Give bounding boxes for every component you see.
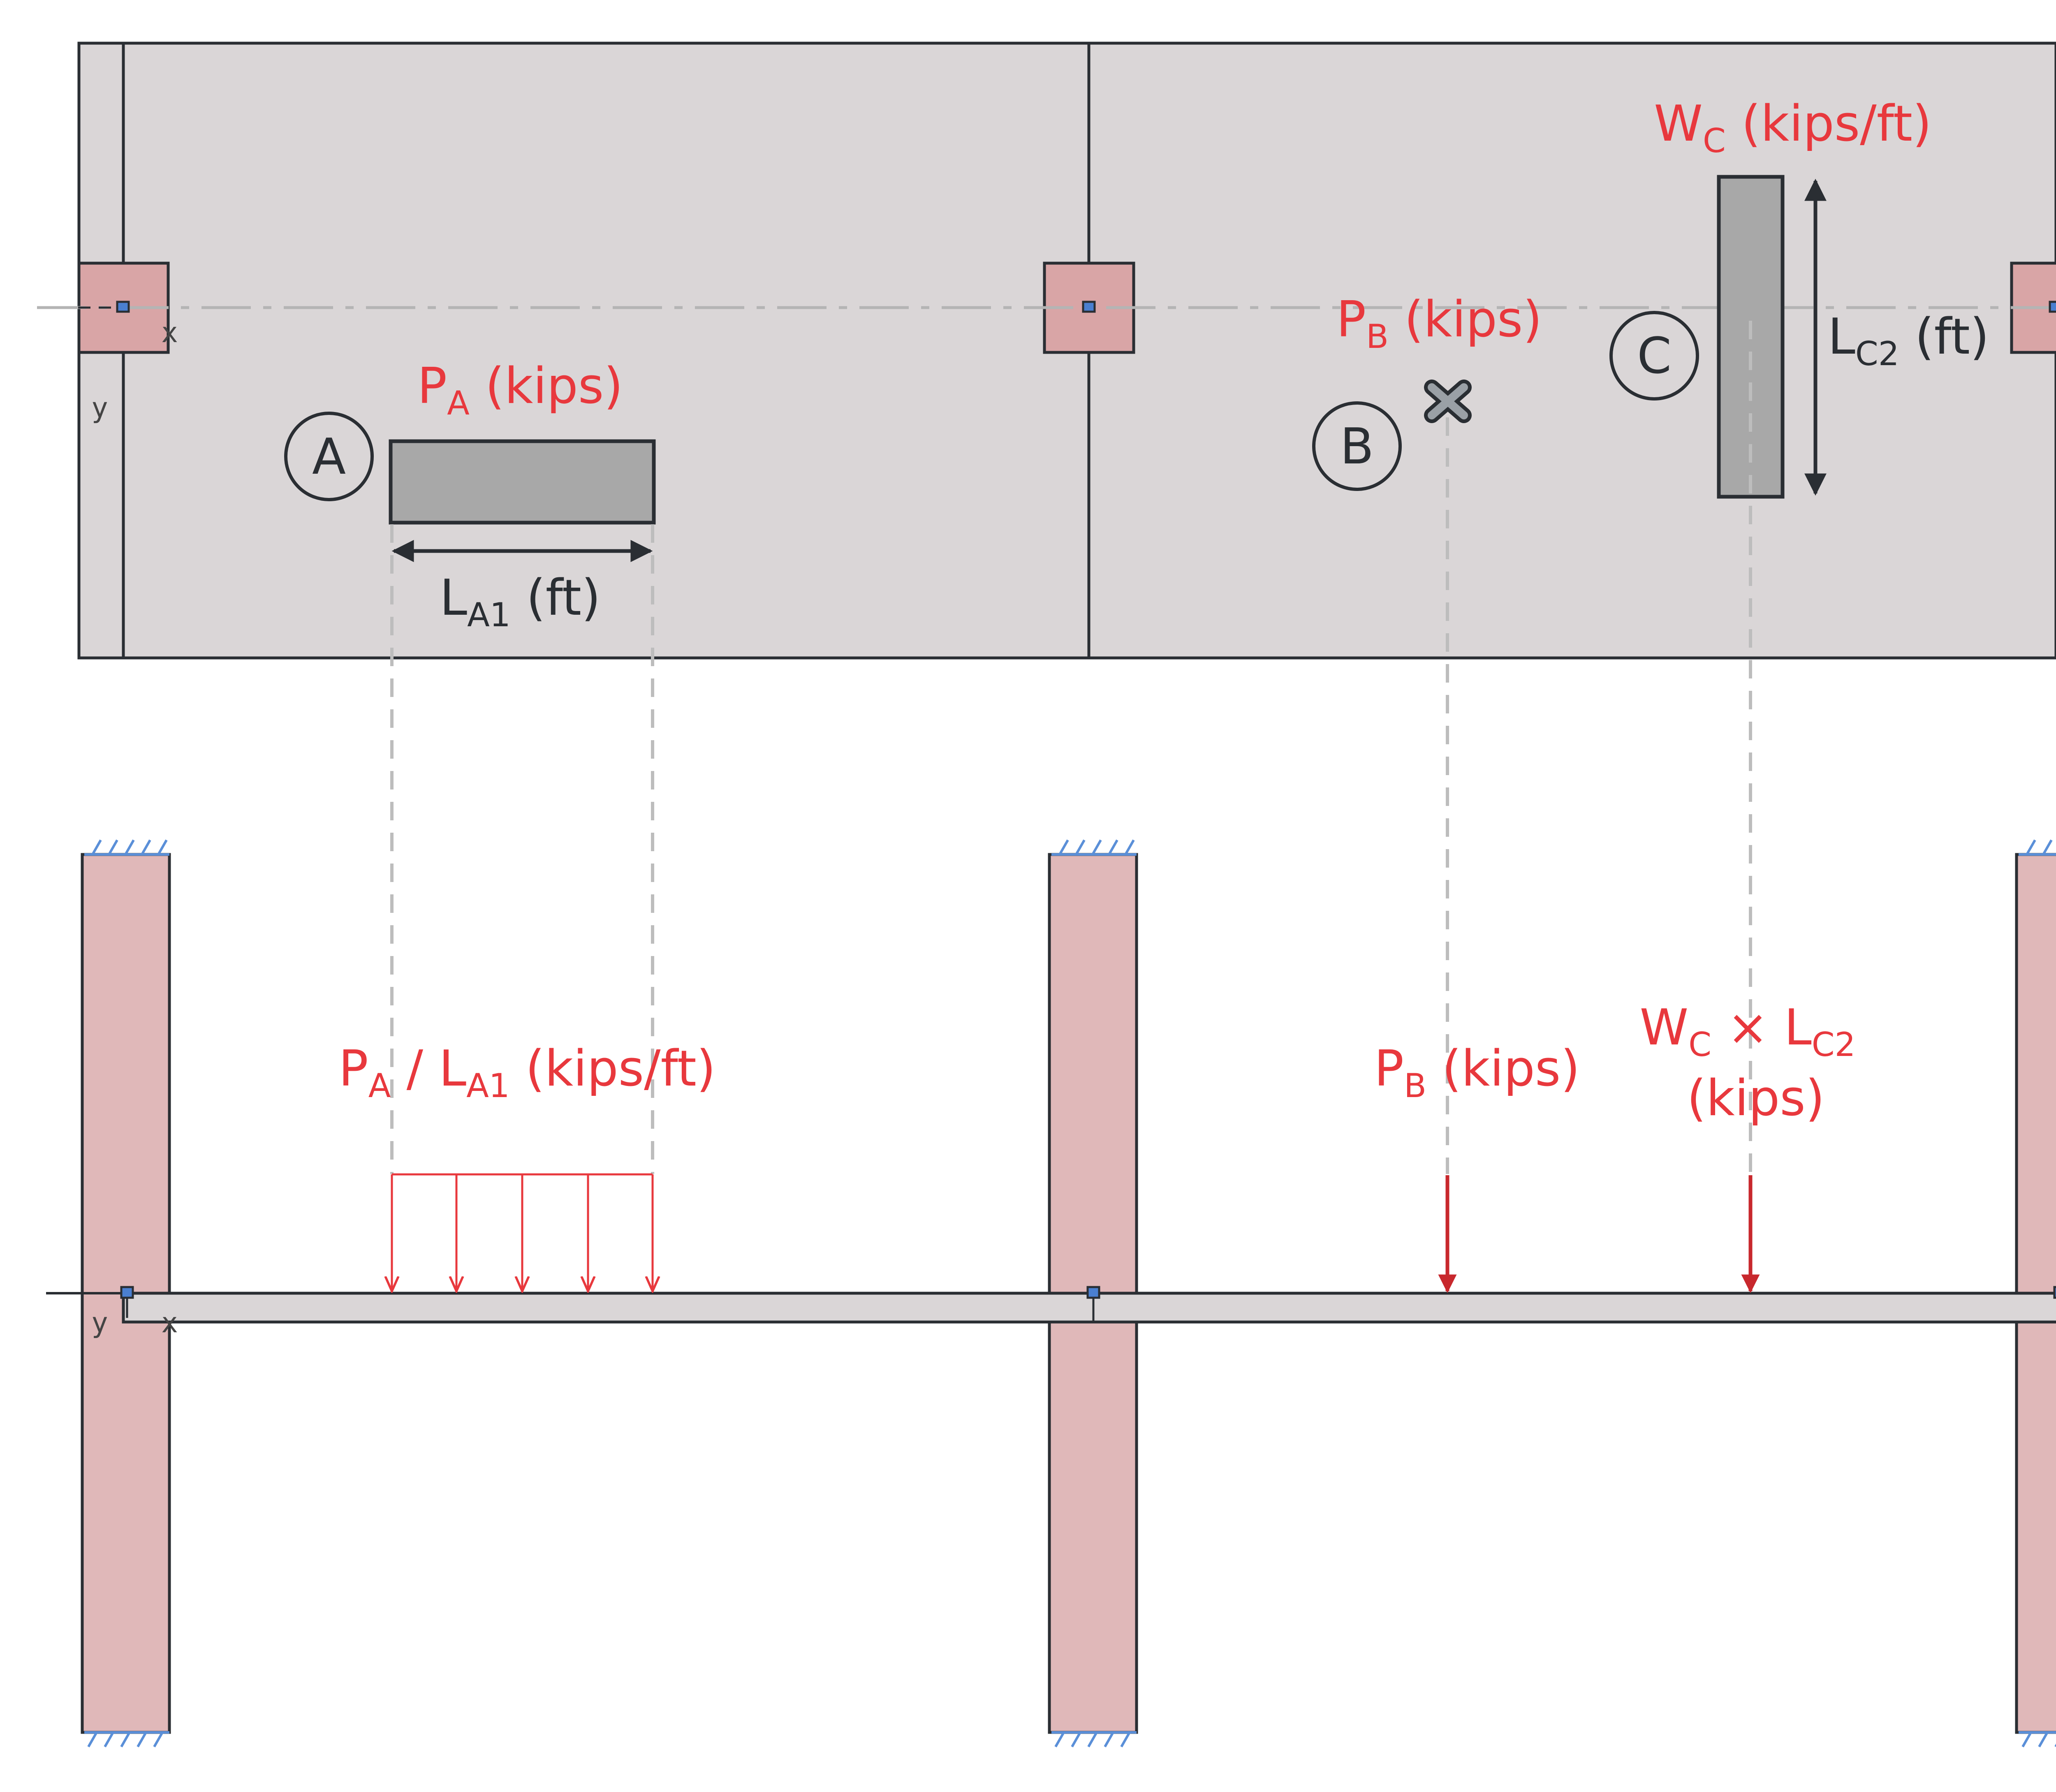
projection-lines	[390, 321, 1752, 1174]
elev-load-c-label-line1: WC × LC2	[1640, 999, 1856, 1064]
plan-view: x y A PA (kips) LA1 (ft) B	[37, 42, 2056, 660]
area-c-marker-letter: C	[1637, 328, 1672, 385]
area-b-group: B PB (kips)	[1312, 291, 1542, 491]
area-a-load-label: PA (kips)	[417, 358, 623, 422]
area-a-length-label: LA1 (ft)	[440, 570, 600, 634]
area-b-marker-letter: B	[1340, 418, 1374, 475]
elev-node-right	[2053, 1286, 2056, 1299]
plan-node-middle	[1082, 301, 1096, 313]
elev-load-b-label: PB (kips)	[1374, 1040, 1580, 1105]
elev-axis-y-label: y	[91, 1307, 108, 1339]
elev-node-middle	[1086, 1286, 1100, 1299]
area-c-marker-circle	[1609, 311, 1699, 401]
area-a-marker-letter: A	[312, 428, 346, 486]
support-hatch-bottom	[84, 1731, 2056, 1748]
area-a-marker-circle	[284, 412, 374, 501]
area-b-load-label: PB (kips)	[1336, 291, 1542, 356]
area-b-marker-circle	[1312, 401, 1402, 491]
support-hatch-top	[84, 839, 2056, 856]
elev-load-c-label-line2: (kips)	[1687, 1070, 1824, 1127]
area-c-load-label: WC (kips/ft)	[1654, 95, 1931, 160]
area-a-patch	[389, 439, 656, 525]
elev-load-a-label: PA / LA1 (kips/ft)	[338, 1040, 715, 1105]
area-a-group: A PA (kips) LA1 (ft)	[284, 358, 656, 634]
x-cross-icon	[1424, 380, 1472, 423]
elev-node-left	[120, 1286, 134, 1299]
plan-axis-x-label: x	[161, 317, 178, 349]
plan-node-right	[2049, 301, 2056, 313]
area-c-length-label: LC2 (ft)	[1828, 308, 1989, 373]
plan-node-left	[116, 301, 130, 313]
elevation-view: x y PA / LA1 (kips/ft) PB (kips) WC × LC…	[46, 839, 2056, 1748]
distributed-load-a	[392, 1173, 653, 1291]
plan-axis-y-label: y	[91, 392, 108, 424]
area-c-group: C WC (kips/ft) LC2 (ft)	[1609, 95, 1989, 499]
elev-axis-x-label: x	[161, 1307, 178, 1339]
